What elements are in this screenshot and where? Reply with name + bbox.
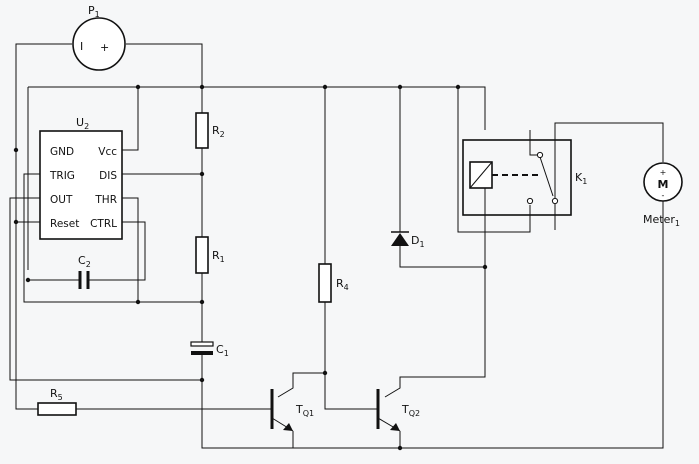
pin-gnd: GND: [50, 146, 74, 158]
junction-dot: [397, 84, 403, 90]
junction-dot: [322, 370, 328, 376]
junction-dot: [455, 84, 461, 90]
capacitor-c1: C1: [190, 341, 229, 358]
junction-dot: [25, 277, 31, 283]
battery-plus-sign: +: [100, 41, 109, 54]
junction-dot: [135, 299, 141, 305]
junction-dot: [13, 147, 19, 153]
battery-p1: I + P1: [72, 4, 126, 71]
transistor-tq2: TQ2: [376, 389, 420, 432]
tq2-label: TQ2: [401, 403, 420, 418]
junction-dot: [135, 84, 141, 90]
pin-thr: THR: [94, 194, 117, 206]
pin-reset: Reset: [50, 218, 79, 230]
r5-label: R5: [50, 387, 63, 402]
pin-dis: DIS: [99, 170, 117, 182]
junction-dot: [322, 84, 328, 90]
junction-dot: [199, 171, 205, 177]
capacitor-c2: C2: [78, 254, 91, 289]
pin-vcc: Vcc: [98, 146, 117, 158]
timer-u2: U2 GND TRIG OUT Reset Vcc DIS THR CTRL: [39, 116, 123, 240]
resistor-r4: R4: [318, 263, 349, 303]
junction-dot: [199, 377, 205, 383]
motor-symbol: M: [658, 178, 669, 191]
r4-label: R4: [336, 277, 349, 292]
meter-minus-sign: -: [662, 191, 665, 200]
battery-minus-sign: I: [80, 40, 83, 53]
pin-out: OUT: [50, 194, 73, 206]
resistor-r5: R5: [37, 387, 77, 416]
meter-1: M + - Meter1: [643, 162, 683, 228]
pin-ctrl: CTRL: [90, 218, 117, 230]
pin-trig: TRIG: [49, 170, 75, 182]
d1-label: D1: [411, 234, 425, 249]
tq1-label: TQ1: [295, 403, 314, 418]
junction-dot: [482, 264, 488, 270]
k1-label: K1: [575, 171, 587, 186]
battery-label: P1: [88, 4, 100, 19]
meter-label: Meter1: [643, 213, 680, 228]
junction-dot: [199, 299, 205, 305]
r2-label: R2: [212, 124, 225, 139]
relay-k1: K1: [462, 130, 587, 230]
c2-label: C2: [78, 254, 91, 269]
c1-label: C1: [216, 343, 229, 358]
junction-dot: [13, 219, 19, 225]
timer-label: U2: [76, 116, 89, 131]
resistor-r2: R2: [195, 112, 225, 149]
junction-dot: [199, 84, 205, 90]
transistor-tq1: TQ1: [270, 389, 314, 432]
junction-dot: [397, 445, 403, 451]
r1-label: R1: [212, 249, 225, 264]
resistor-r1: R1: [195, 236, 225, 274]
meter-plus-sign: +: [660, 168, 667, 177]
wires: [9, 43, 664, 449]
diode-d1: D1: [391, 231, 425, 249]
junction-dots: [13, 84, 488, 451]
